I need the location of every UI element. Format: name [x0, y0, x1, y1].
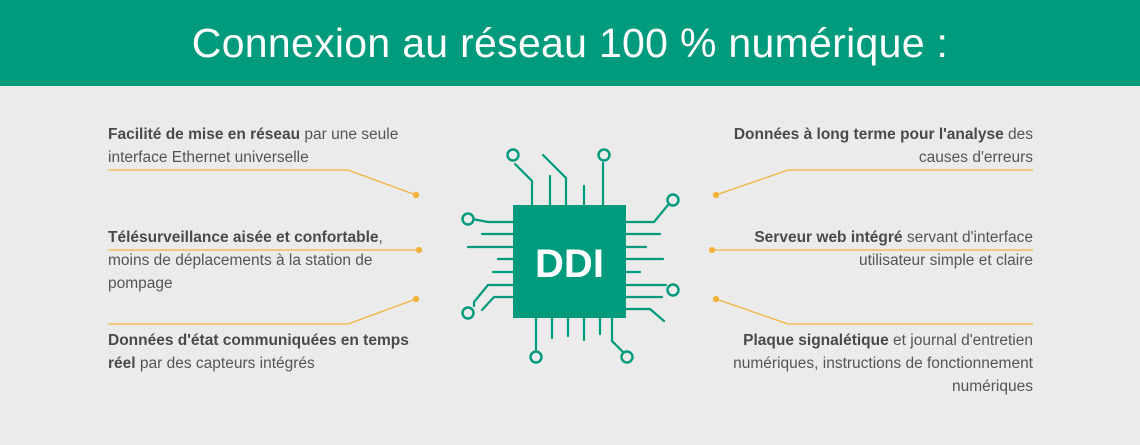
feature-bold: Données d'état communiquées en temps rée…	[108, 332, 409, 372]
leader-dot-6	[712, 295, 720, 303]
chip-traces	[466, 153, 670, 354]
feature-bold: Données à long terme pour l'analyse	[733, 126, 1004, 143]
leader-lines-left	[108, 169, 423, 325]
feature-bold: Serveur web intégré	[754, 229, 903, 246]
leader-dot-4	[712, 191, 720, 199]
page-title: Connexion au réseau 100 % numérique :	[191, 19, 949, 66]
leader-lines-right	[708, 169, 1033, 325]
feature-text: par une seule interface Ethernet univers…	[108, 126, 399, 166]
feature-long-term-data: Données à long terme pour l'analyse des …	[720, 123, 1033, 169]
leader-line-4	[715, 169, 1033, 196]
feature-remote-monitoring: Télésurveillance aisée et confortable, m…	[108, 226, 418, 295]
leader-dot-5	[708, 246, 716, 254]
title-banner: Connexion au réseau 100 % numérique :	[0, 0, 1140, 86]
leader-dot-3	[412, 295, 420, 303]
feature-text: , moins de déplacements à la station de …	[108, 229, 383, 292]
feature-realtime-data: Données d'état communiquées en temps rée…	[108, 329, 418, 375]
chip-body	[513, 205, 626, 318]
trace-terminals	[461, 148, 680, 364]
feature-text: servant d'interface utilisateur simple e…	[858, 229, 1033, 269]
leader-line-1	[108, 169, 417, 196]
leader-line-3	[108, 298, 417, 325]
feature-nameplate: Plaque signalétique et journal d'entreti…	[720, 329, 1033, 398]
feature-bold: Facilité de mise en réseau	[108, 126, 301, 143]
feature-networking: Facilité de mise en réseau par une seule…	[108, 123, 408, 169]
feature-text: des causes d'erreurs	[918, 126, 1033, 166]
leader-dot-1	[412, 191, 420, 199]
feature-bold: Plaque signalétique	[743, 332, 889, 349]
chip-label: DDI	[535, 242, 604, 286]
feature-web-server: Serveur web intégré servant d'interface …	[700, 226, 1033, 272]
leader-dot-2	[415, 246, 423, 254]
feature-text: par des capteurs intégrés	[135, 355, 315, 372]
leader-line-6	[715, 298, 1033, 325]
feature-bold: Télésurveillance aisée et confortable	[108, 229, 379, 246]
feature-text: et journal d'entretien numériques, instr…	[733, 332, 1033, 395]
